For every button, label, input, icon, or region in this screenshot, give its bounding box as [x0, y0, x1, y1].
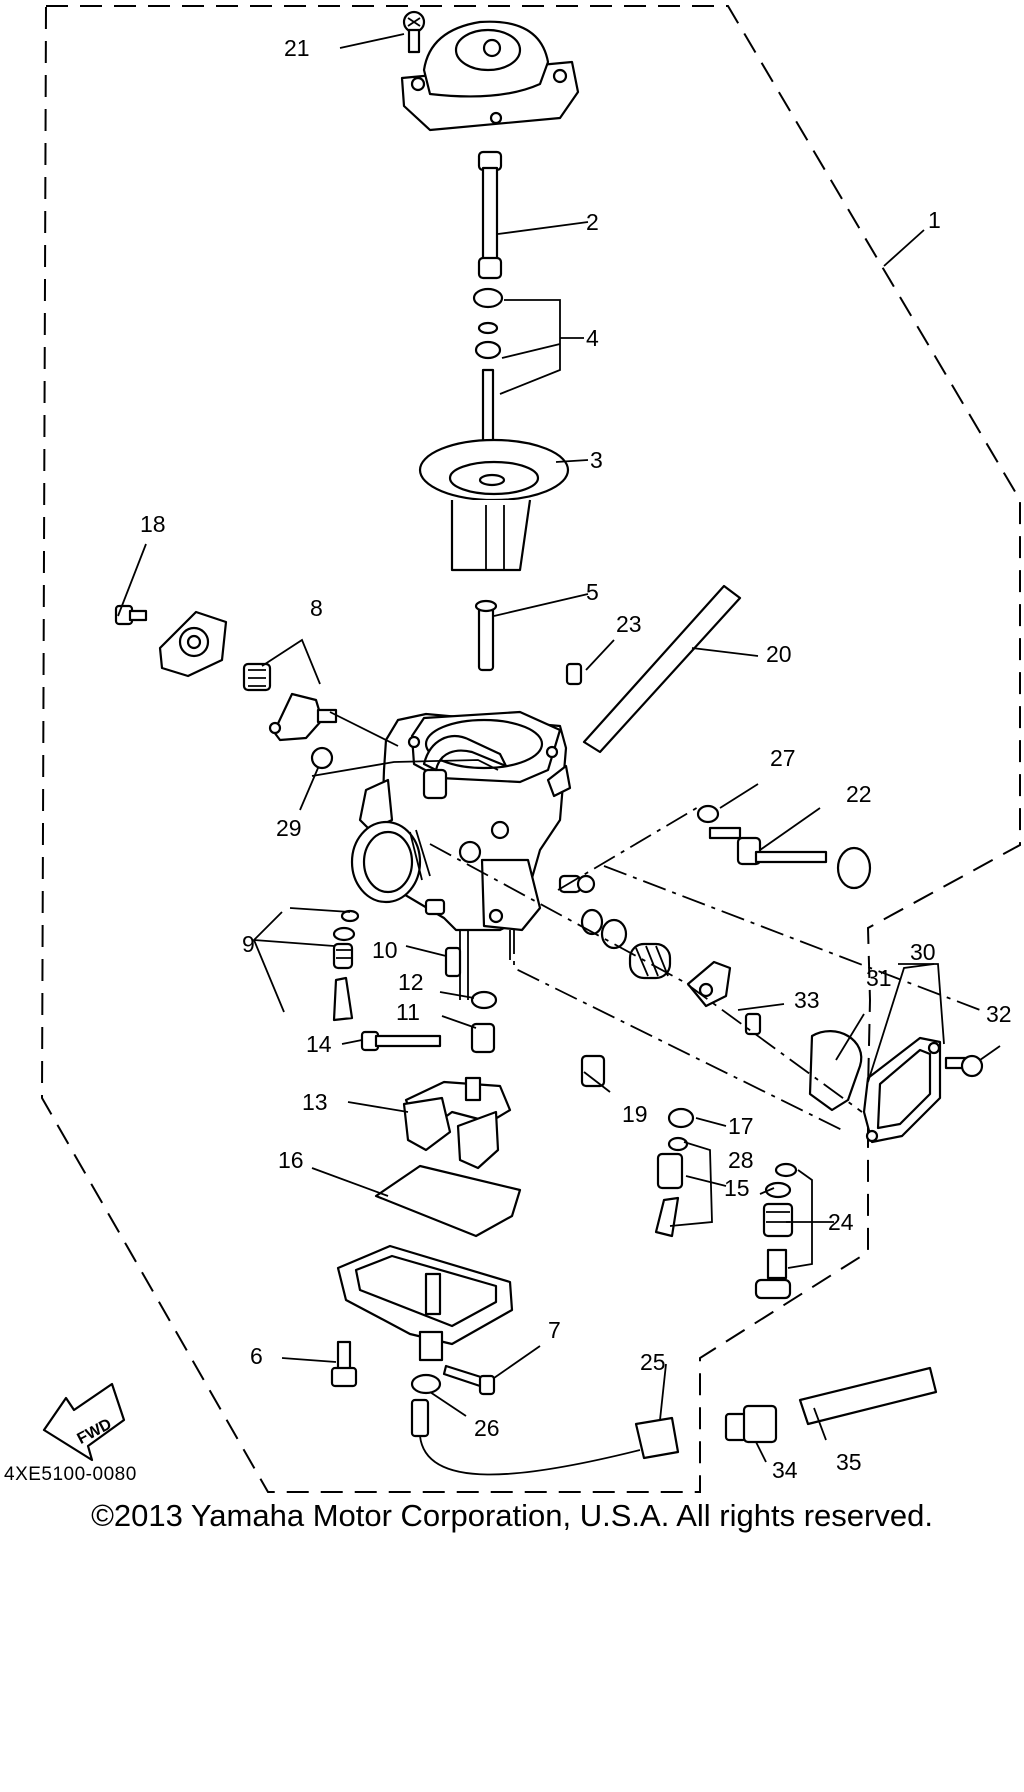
callout-28: 28 — [728, 1147, 754, 1173]
callout-32: 32 — [986, 1001, 1012, 1027]
callout-35: 35 — [836, 1449, 862, 1475]
assembly-line-d — [557, 805, 701, 891]
callout-33: 33 — [794, 987, 820, 1013]
callout-15: 15 — [724, 1175, 750, 1201]
callout-4: 4 — [586, 325, 599, 351]
carb-top-cover — [400, 20, 580, 132]
main-jet-11 — [470, 1022, 496, 1054]
screw-14 — [360, 1030, 442, 1052]
callout-2: 2 — [586, 209, 599, 235]
callout-11: 11 — [396, 999, 420, 1025]
assembly-line-c — [603, 865, 981, 1011]
float-13 — [402, 1076, 512, 1170]
callout-7: 7 — [548, 1317, 561, 1343]
clamp-26 — [410, 1373, 442, 1395]
callout-21: 21 — [284, 35, 310, 61]
callout-6: 6 — [250, 1343, 263, 1369]
callout-10: 10 — [372, 937, 398, 963]
screw-21 — [402, 10, 426, 54]
callout-18: 18 — [140, 511, 166, 537]
screw-32 — [944, 1054, 984, 1078]
gasket-16 — [374, 1164, 522, 1238]
callout-3: 3 — [590, 447, 603, 473]
cover-plate-18 — [114, 604, 228, 678]
needle-set-4 — [472, 287, 504, 456]
pilot-screw-set-9 — [332, 909, 360, 1022]
callout-1: 1 — [928, 207, 941, 233]
pilot-air-tube — [422, 735, 508, 772]
callout-22: 22 — [846, 781, 872, 807]
air-screw-set-24 — [754, 1162, 798, 1300]
jet-19 — [580, 1054, 606, 1088]
callout-19: 19 — [622, 1101, 648, 1127]
screw-6 — [330, 1340, 358, 1388]
gasket-31 — [808, 1030, 863, 1112]
callout-34: 34 — [772, 1457, 798, 1483]
hose-20 — [582, 584, 742, 754]
pump-assembly-8 — [242, 662, 338, 742]
o-ring-27 — [696, 804, 720, 824]
jet-23 — [565, 662, 583, 686]
callout-13: 13 — [302, 1089, 328, 1115]
callout-24: 24 — [828, 1209, 854, 1235]
callout-30: 30 — [910, 939, 936, 965]
callout-8: 8 — [310, 595, 323, 621]
callout-31: 31 — [866, 965, 892, 991]
callout-25: 25 — [640, 1349, 666, 1375]
spring-2 — [477, 150, 503, 280]
tube-35 — [798, 1366, 938, 1426]
copyright-notice: ©2013 Yamaha Motor Corporation, U.S.A. A… — [91, 1498, 933, 1533]
nut-29 — [310, 746, 334, 770]
needle-jet-5 — [474, 599, 498, 672]
cover-30 — [862, 1036, 942, 1144]
callout-14: 14 — [306, 1031, 332, 1057]
float-bowl — [336, 1244, 514, 1362]
drain-hose-25 — [410, 1398, 680, 1476]
callout-29: 29 — [276, 815, 302, 841]
drain-screw-7 — [442, 1364, 496, 1396]
callout-17: 17 — [728, 1113, 754, 1139]
o-ring-12 — [470, 990, 498, 1010]
callout-20: 20 — [766, 641, 792, 667]
fitting-34 — [724, 1404, 778, 1444]
filter-17 — [667, 1107, 695, 1129]
assembly-boundary — [40, 5, 1021, 1493]
diaphragm-piston-3 — [418, 438, 570, 572]
leader-lines — [117, 33, 1001, 1463]
needle-valve-15 — [654, 1136, 689, 1238]
callout-9: 9 — [242, 931, 255, 957]
callout-26: 26 — [474, 1415, 500, 1441]
fwd-arrow-icon: FWD — [42, 1382, 126, 1462]
bracket-33 — [686, 960, 762, 1036]
carburetor-body — [350, 710, 596, 1000]
callout-5: 5 — [586, 579, 599, 605]
callout-23: 23 — [616, 611, 642, 637]
assembly-line-a — [429, 843, 863, 1113]
pilot-jet-10 — [444, 946, 462, 978]
assembly-line-b — [513, 930, 843, 1131]
callout-12: 12 — [398, 969, 424, 995]
choke-plunger-22 — [708, 826, 872, 890]
diagram-code: 4XE5100-0080 — [4, 1464, 137, 1485]
callout-27: 27 — [770, 745, 796, 771]
callout-16: 16 — [278, 1147, 304, 1173]
callout-labels: 1 2 3 4 5 6 7 8 9 10 11 12 13 14 15 16 1… — [140, 35, 1012, 1483]
